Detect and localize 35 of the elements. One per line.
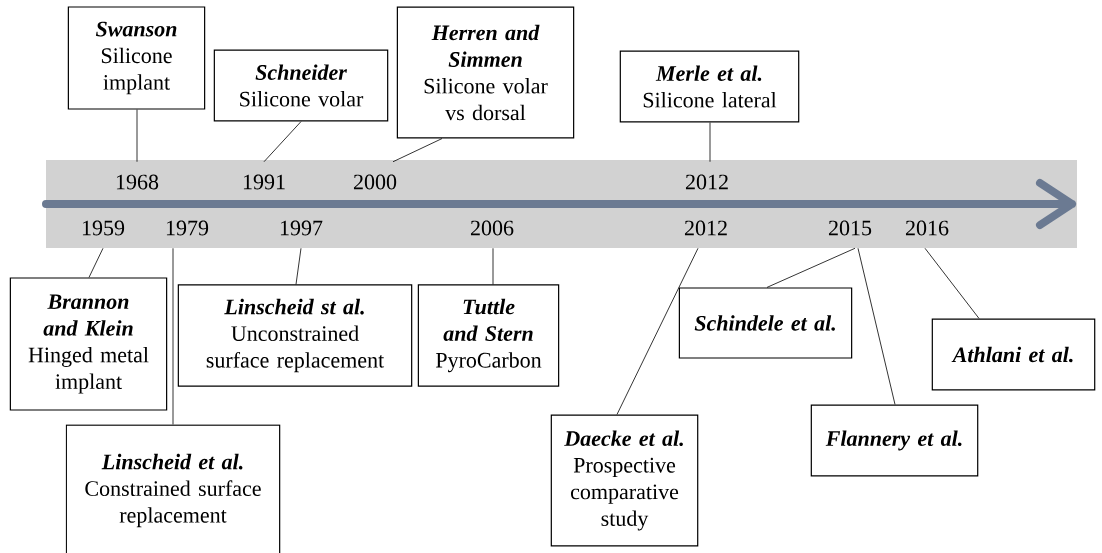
leader-line <box>295 247 302 285</box>
event-box: Linscheid et al. Constrained surface replacement <box>65 424 281 553</box>
year-label: 2012 <box>685 174 728 190</box>
leader-line <box>172 247 174 425</box>
event-box: Flannery et al. <box>810 404 979 477</box>
event-box: Athlani et al. <box>931 318 1096 391</box>
event-box: Herren and Simmen Silicone volar vs dorsal <box>396 6 575 139</box>
event-box: Linscheid st al. Unconstrained surface replacement <box>177 284 413 387</box>
leader-line <box>709 122 711 163</box>
event-box: Schindele et al. <box>678 287 853 359</box>
event-box: Brannon and Klein Hinged metal implant <box>9 277 168 411</box>
leader-line <box>392 138 443 163</box>
leader-line <box>136 109 138 163</box>
event-box: Merle et al. Silicone lateral <box>619 50 800 123</box>
year-label: 2015 <box>828 220 872 236</box>
event-box: Swanson Silicone implant <box>67 6 206 110</box>
year-label: 2016 <box>906 220 949 236</box>
leader-line <box>492 247 494 285</box>
leader-line <box>766 247 856 288</box>
leader-line <box>263 121 302 163</box>
leader-line <box>857 247 896 405</box>
year-label: 1997 <box>280 220 323 236</box>
event-box: Schneider Silicone volar <box>213 49 389 122</box>
event-box: Daecke et al. Prospective comparative study <box>550 414 699 547</box>
leader-line <box>924 247 980 319</box>
year-label: 1959 <box>82 220 125 236</box>
leader-line <box>616 247 699 415</box>
year-label: 2006 <box>470 220 514 236</box>
year-label: 1991 <box>243 174 285 190</box>
year-label: 2000 <box>353 174 397 190</box>
event-box: Tuttle and Stern PyroCarbon <box>417 284 560 387</box>
year-label: 2012 <box>684 220 727 236</box>
year-label: 1979 <box>166 220 209 236</box>
year-label: 1968 <box>116 174 159 190</box>
leader-line <box>88 247 104 278</box>
